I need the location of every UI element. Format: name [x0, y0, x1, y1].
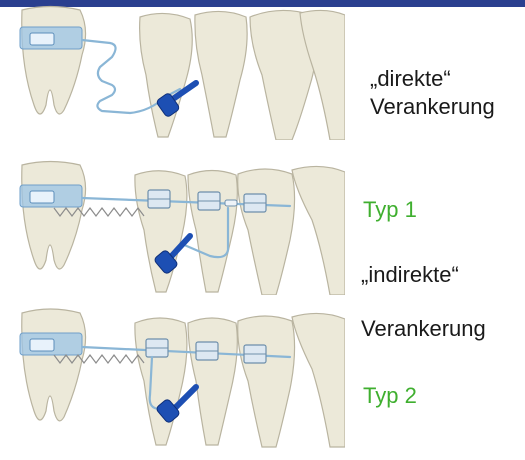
label-direct-line2: Verankerung: [370, 94, 495, 120]
label-indirect-line2: Verankerung: [361, 316, 486, 342]
indirect-type-2-drawing: [0, 305, 345, 455]
illustration-indirect-type-2: [0, 305, 345, 455]
premolar-tooth-icon: [140, 10, 345, 140]
molar-tooth-icon: [22, 162, 86, 270]
illustration-direct-anchorage: [0, 5, 345, 140]
premolar-tooth-icon: [135, 166, 345, 295]
label-indirect-line1: „indirekte“: [361, 262, 459, 288]
band-icon: [20, 27, 82, 49]
indirect-type-1-drawing: [0, 160, 345, 295]
premolar-tooth-icon: [135, 313, 345, 447]
molar-tooth-icon: [22, 309, 86, 421]
band-icon: [20, 185, 82, 207]
band-icon: [20, 333, 82, 355]
direct-anchorage-drawing: [0, 5, 345, 140]
label-direct-line1: „direkte“: [370, 66, 451, 92]
illustration-indirect-type-1: [0, 160, 345, 295]
label-type-1: Typ 1: [363, 197, 417, 223]
molar-tooth-icon: [22, 7, 86, 115]
label-type-2: Typ 2: [363, 383, 417, 409]
